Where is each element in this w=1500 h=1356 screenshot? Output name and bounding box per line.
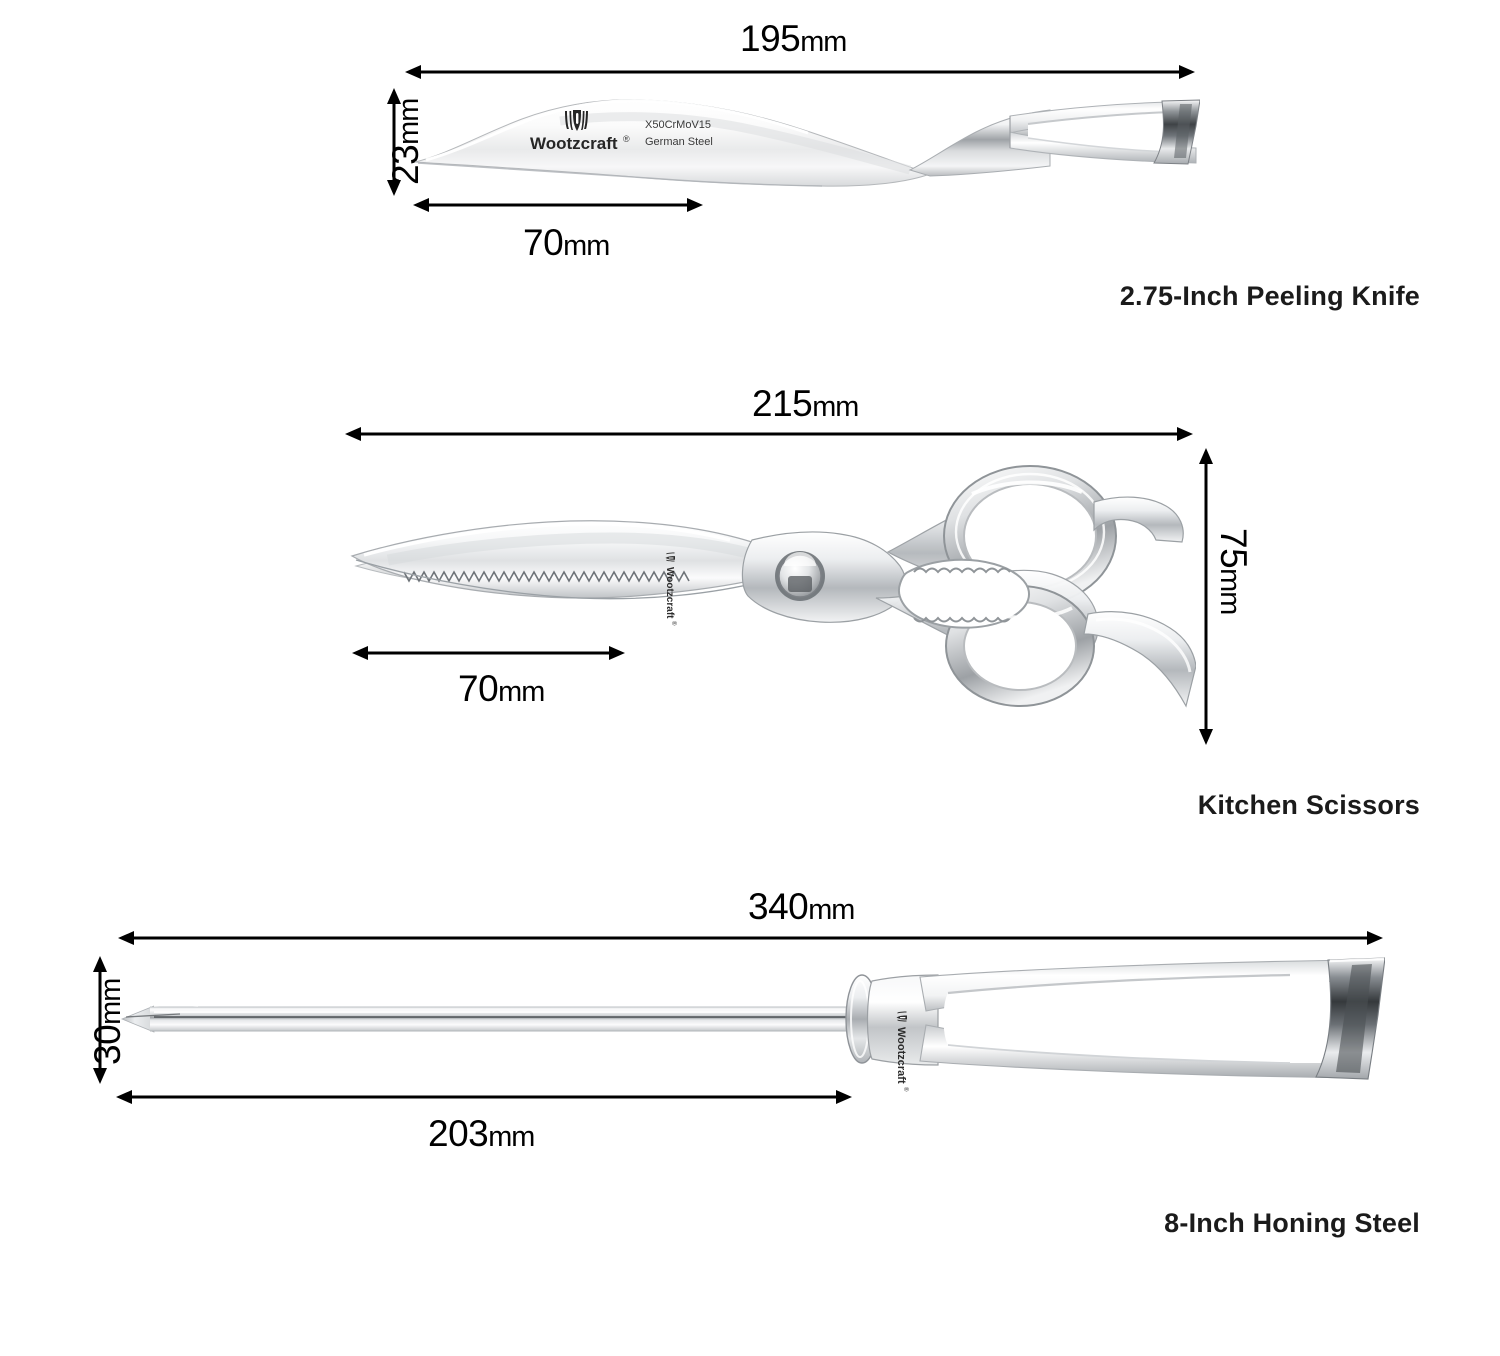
dimension-arrow-knife-blade-length — [413, 198, 703, 212]
dimension-label-knife-blade-length: 70mm — [523, 222, 610, 263]
blade-steel-origin: German Steel — [645, 136, 713, 148]
dimension-arrow-scissors-total-length — [345, 427, 1193, 441]
dimension-label-honing-rod-length: 203mm — [428, 1113, 535, 1154]
blade-brand-registered: ® — [623, 134, 630, 144]
dimension-label-knife-total-length: 195mm — [740, 18, 847, 59]
blade-brand-name: Wootzcraft — [530, 134, 618, 153]
scissors-brand-name: Wootzcraft — [664, 567, 675, 619]
product-peeling-knife: 195mm 23mm 70mm — [0, 0, 1500, 330]
product-honing-steel: 340mm 30mm 203mm — [0, 860, 1500, 1280]
dimension-arrow-scissors-height — [1199, 448, 1213, 745]
peeling-knife-illustration — [414, 99, 1200, 187]
honing-brand-registered: ® — [902, 1087, 908, 1092]
dimension-label-scissors-blade-length: 70mm — [458, 668, 545, 709]
scissors-brand-registered: ® — [670, 621, 676, 626]
dimension-arrow-honing-total-length — [118, 931, 1383, 945]
dimension-arrow-honing-guard-height — [93, 956, 107, 1084]
blade-brand-block: Wootzcraft ® X50CrMoV15 German Steel — [530, 110, 730, 162]
kitchen-scissors-illustration — [350, 465, 1196, 708]
dimension-label-scissors-height: 75mm — [1213, 528, 1254, 615]
caption-peeling-knife: 2.75-Inch Peeling Knife — [1119, 281, 1420, 311]
wootzcraft-shield-logo — [565, 110, 588, 131]
dimension-arrow-knife-blade-height — [387, 88, 401, 196]
dimension-arrow-scissors-blade-length — [352, 646, 625, 660]
product-kitchen-scissors: 215mm 75mm 70mm — [0, 360, 1500, 830]
dimension-label-honing-total-length: 340mm — [748, 886, 855, 927]
caption-kitchen-scissors: Kitchen Scissors — [1197, 790, 1420, 820]
honing-steel-illustration — [120, 957, 1385, 1080]
blade-steel-grade: X50CrMoV15 — [645, 119, 712, 131]
dimension-arrow-knife-total-length — [405, 65, 1195, 79]
dimension-label-scissors-total-length: 215mm — [752, 383, 859, 424]
dimension-arrow-honing-rod-length — [116, 1090, 852, 1104]
honing-shield-icon — [896, 1011, 907, 1022]
scissors-shield-icon — [665, 552, 675, 562]
honing-brand-name: Wootzcraft — [895, 1027, 907, 1084]
caption-honing-steel: 8-Inch Honing Steel — [1164, 1208, 1420, 1238]
